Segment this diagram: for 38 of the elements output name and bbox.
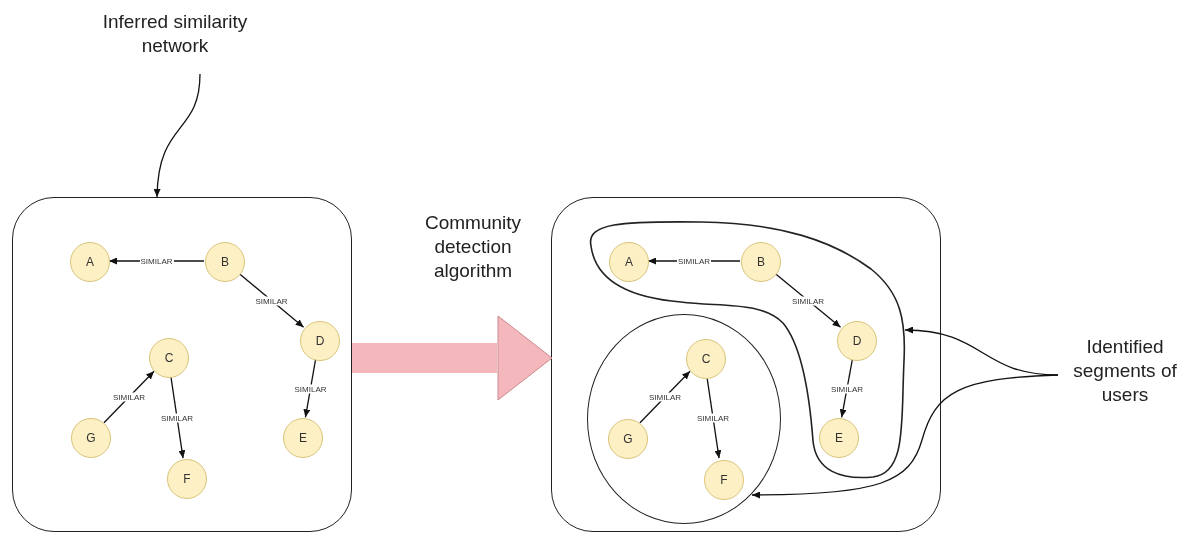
arrow xyxy=(751,374,1059,499)
annotation-text: Inferred similarity network xyxy=(75,10,275,72)
graph-node-circle: A xyxy=(609,242,649,282)
edge-label: SIMILAR xyxy=(677,256,711,266)
arrow xyxy=(154,73,201,198)
arrow xyxy=(839,359,853,418)
graph-node-circle: F xyxy=(704,460,744,500)
graph-node-circle: F xyxy=(167,459,207,499)
edge-label: SIMILAR xyxy=(791,296,825,305)
arrow xyxy=(706,376,722,459)
edge-label: SIMILAR xyxy=(696,413,730,422)
arrow xyxy=(238,273,305,328)
graph-node-circle: C xyxy=(149,338,189,378)
edge-label: SIMILAR xyxy=(254,296,289,305)
graph-node-circle: D xyxy=(300,321,340,361)
network-panel xyxy=(551,197,941,532)
graph-node-circle: G xyxy=(608,419,648,459)
annotation-text: Identified segments of users xyxy=(1060,335,1190,425)
graph-node-circle: E xyxy=(819,418,859,458)
edge-label: SIMILAR xyxy=(160,413,194,422)
graph-node-circle: D xyxy=(837,321,877,361)
graph-node-circle: A xyxy=(70,242,110,282)
edge-label: SIMILAR xyxy=(293,384,328,393)
network-panel xyxy=(12,197,352,532)
process-arrow xyxy=(352,315,553,401)
graph-node-circle: C xyxy=(686,339,726,379)
edge-label: SIMILAR xyxy=(648,392,682,402)
graph-node-circle: B xyxy=(205,242,245,282)
edge-label: Community detection algorithm xyxy=(423,211,523,283)
graph-node-circle: G xyxy=(71,418,111,458)
graph-node-circle: B xyxy=(741,242,781,282)
edge-label: SIMILAR xyxy=(830,384,864,393)
arrow xyxy=(774,273,842,328)
edge-label: SIMILAR xyxy=(139,256,174,266)
arrow xyxy=(170,376,186,459)
edge-label: SIMILAR xyxy=(112,392,146,402)
graph-node-circle: E xyxy=(283,418,323,458)
arrow xyxy=(303,359,317,418)
